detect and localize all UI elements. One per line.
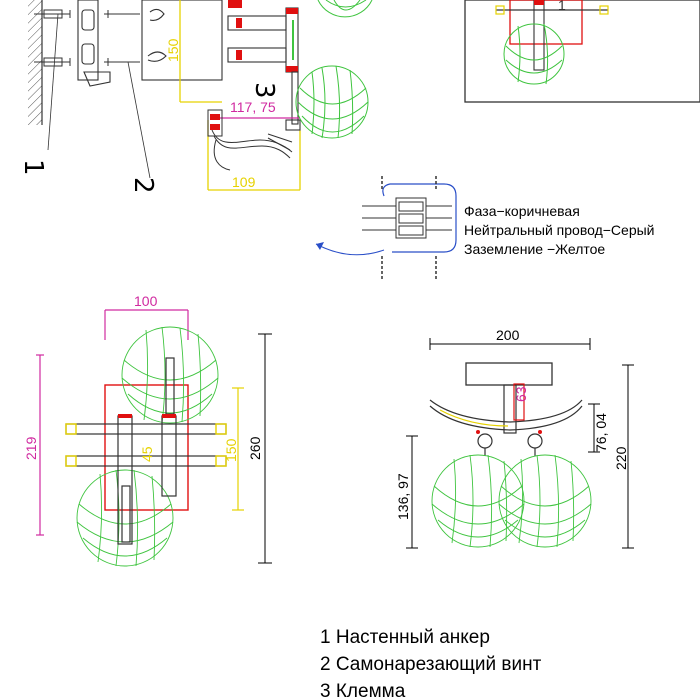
dim-front-width-label: 100 (134, 293, 158, 309)
front-crossbar-caps (65, 423, 227, 467)
dim-front-width (104, 309, 189, 340)
side-stem (503, 384, 517, 434)
parts-item-1: 1 Настенный анкер (320, 627, 490, 648)
dim-front-angle-label: 45 (139, 446, 155, 462)
dim-front-frame (232, 387, 244, 511)
leader-1 (47, 13, 59, 151)
dim-height-label: 150 (165, 38, 181, 62)
dim-side-arm (588, 403, 600, 453)
wiring-phase: Фаза−коричневая (464, 203, 580, 219)
side-arm (429, 399, 583, 423)
parts-list: 1 Настенный анкер 2 Самонарезающий винт … (320, 627, 542, 700)
wall-anchor-bottom (34, 57, 71, 67)
dim-side-mount-label: 63 (513, 386, 529, 402)
wiring-ground: Заземление −Желтое (464, 241, 605, 257)
front-mounting-plate (104, 384, 189, 511)
dim-side-height (622, 364, 634, 549)
front-globe-lower (76, 469, 174, 567)
dim-side-width-label: 200 (496, 327, 520, 343)
inset-frame (464, 0, 700, 103)
dim-side-height-label: 220 (613, 446, 629, 470)
lamp-arm-top (227, 0, 301, 131)
dim-front-total-height (258, 333, 272, 564)
mounting-bracket (77, 0, 111, 87)
terminal-strip (362, 197, 452, 239)
wiring-arrow (315, 243, 385, 256)
self-tapping-screw-bottom (104, 58, 140, 66)
wiring-neutral: Нейтральный провод−Серый (464, 222, 655, 238)
side-sockets (477, 433, 543, 456)
dim-side-width (429, 338, 591, 350)
leader-2 (127, 61, 151, 179)
callout-3: 3 (249, 82, 279, 99)
inset-globe (503, 23, 565, 85)
parts-item-2: 2 Самонарезающий винт (320, 654, 542, 675)
dim-front-total-height-label: 260 (247, 436, 263, 460)
dim-side-arm-label: 76, 04 (593, 413, 609, 452)
wiring-diagram: Фаза−коричневая Нейтральный провод−Серый… (315, 176, 655, 280)
wiring-boundary (382, 183, 457, 253)
wall-anchor-top (34, 9, 71, 19)
self-tapping-screw-top (104, 10, 140, 18)
side-globe-right (498, 454, 592, 548)
dim-side-globe (406, 435, 418, 549)
front-view: 100 260 219 150 (23, 293, 272, 567)
dim-width-label: 109 (232, 174, 256, 190)
terminal-block (207, 109, 223, 137)
dim-front-globe-span-label: 219 (23, 436, 39, 460)
callout-2: 2 (128, 177, 158, 194)
globe-lower-partial (295, 65, 369, 139)
dim-front-globe-span (36, 354, 44, 536)
dim-side-globe-label: 136, 97 (395, 473, 411, 520)
callout-1: 1 (18, 159, 48, 176)
inset-red-box (509, 0, 583, 45)
globe-top-partial (317, 0, 373, 18)
side-view: 200 63 (395, 327, 634, 549)
inset-view: 1 (464, 0, 700, 103)
dim-front-frame-label: 150 (223, 438, 239, 462)
mounting-view: 1 2 150 109 117, 75 (18, 0, 373, 194)
wire-leads (381, 176, 437, 280)
dim-offset-label: 117, 75 (230, 99, 276, 115)
canopy-plate (141, 0, 223, 81)
inset-label: 1 (558, 0, 566, 13)
side-globe-left (431, 454, 525, 548)
wiring-harness (211, 129, 293, 171)
dim-frame-top (179, 0, 301, 191)
side-canopy (465, 362, 553, 386)
front-globe-upper (121, 326, 219, 424)
parts-item-3: 3 Клемма (320, 681, 406, 700)
